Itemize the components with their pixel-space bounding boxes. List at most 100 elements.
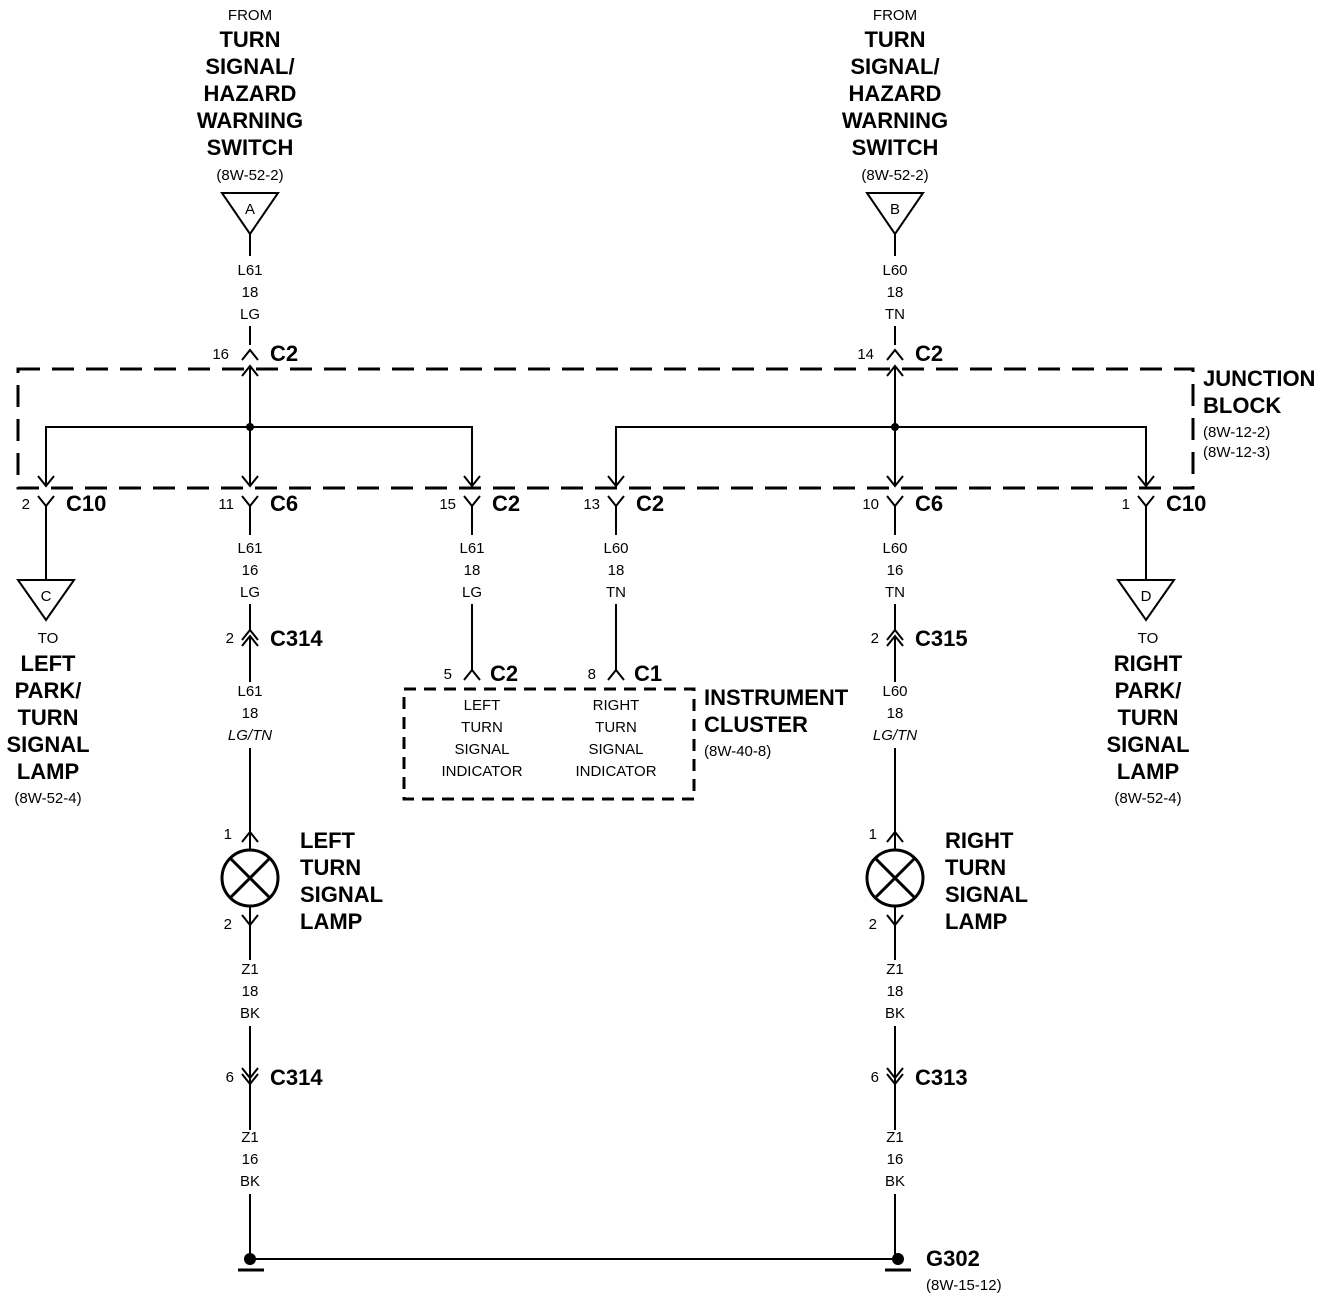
wire-a-circuit: L61 <box>237 262 262 279</box>
bus-left <box>45 426 473 486</box>
out-c10-left-arrow <box>37 475 55 488</box>
out-conn-4: C6 <box>915 491 943 516</box>
inline-c315-top-a <box>886 628 904 641</box>
rti-line-1: RIGHT <box>593 697 640 714</box>
rti-line-4: INDICATOR <box>575 763 656 780</box>
lamp-right-bottom-connector <box>886 914 904 927</box>
rti-line-2: TURN <box>595 719 637 736</box>
wire-b-circuit: L60 <box>882 262 907 279</box>
source-a-line-3: HAZARD <box>204 81 297 106</box>
right-park-line-1: RIGHT <box>1114 651 1183 676</box>
out-c6-right-female <box>886 495 904 508</box>
out-conn-0: C10 <box>66 491 106 516</box>
left-lamp-line-1: LEFT <box>300 828 356 853</box>
lamp-left-pin-bottom: 2 <box>224 916 232 933</box>
lamp-right-pin-bottom: 2 <box>869 916 877 933</box>
out-c2-right-arrow <box>607 475 625 488</box>
wire-lti-circuit: L61 <box>459 540 484 557</box>
lti-line-2: TURN <box>461 719 503 736</box>
out-pin-4: 10 <box>862 496 879 513</box>
out-conn-5: C10 <box>1166 491 1206 516</box>
inline-c314b-a <box>241 1067 259 1080</box>
right-park-line-2: PARK/ <box>1115 678 1182 703</box>
inline-c314-conn: C314 <box>270 626 323 651</box>
out-c6-left-arrow <box>241 475 259 488</box>
source-a-line-5: SWITCH <box>207 135 294 160</box>
out-conn-1: C6 <box>270 491 298 516</box>
out-c2-left-arrow <box>463 475 481 488</box>
left-park-to: TO <box>38 630 59 647</box>
wire-left-c6-color: LG <box>240 584 260 601</box>
source-a-line-2: SIGNAL/ <box>205 54 294 79</box>
out-c2-right-female <box>607 495 625 508</box>
inline-c314-top-a <box>241 628 259 641</box>
right-lamp-line-3: SIGNAL <box>945 882 1028 907</box>
wire-left-c6-gauge: 16 <box>242 562 259 579</box>
inline-c313-a <box>886 1067 904 1080</box>
wire-a-color: LG <box>240 306 260 323</box>
connector-tag-b <box>865 192 925 236</box>
source-a-line-4: WARNING <box>197 108 303 133</box>
wire-left-2-color: LG/TN <box>228 727 272 744</box>
right-park-to: TO <box>1138 630 1159 647</box>
lti-line-4: INDICATOR <box>441 763 522 780</box>
source-b-line-1: TURN <box>864 27 925 52</box>
source-b-ref: (8W-52-2) <box>861 167 928 184</box>
cluster-c2-conn: C2 <box>490 661 518 686</box>
right-park-ref: (8W-52-4) <box>1114 790 1181 807</box>
left-lamp-line-2: TURN <box>300 855 361 880</box>
wire-right-4-gauge: 16 <box>887 1151 904 1168</box>
source-b-line-2: SIGNAL/ <box>850 54 939 79</box>
junction-block-line-2: BLOCK <box>1203 393 1281 418</box>
wire-rti-gauge: 18 <box>608 562 625 579</box>
cluster-line-1: INSTRUMENT <box>704 685 849 710</box>
source-b-label: FROM TURN SIGNAL/ HAZARD WARNING SWITCH … <box>842 7 948 184</box>
wire-right-2-circuit: L60 <box>882 683 907 700</box>
right-lamp-line-1: RIGHT <box>945 828 1014 853</box>
right-lamp-line-4: LAMP <box>945 909 1007 934</box>
right-lamp-line-2: TURN <box>945 855 1006 880</box>
wire-left-4-gap <box>236 1130 264 1190</box>
cluster-c2-pin: 5 <box>444 666 452 683</box>
wire-left-3-color: BK <box>240 1005 260 1022</box>
connector-tag-d <box>1116 579 1176 622</box>
source-a-line-1: TURN <box>219 27 280 52</box>
out-pin-1: 11 <box>218 496 234 513</box>
cluster-c1-pin: 8 <box>588 666 596 683</box>
out-pin-3: 13 <box>583 496 600 513</box>
left-lamp-line-3: SIGNAL <box>300 882 383 907</box>
junction-block-box <box>16 367 1195 490</box>
ground-ref: (8W-15-12) <box>926 1277 1002 1294</box>
cluster-ref: (8W-40-8) <box>704 743 771 760</box>
wire-left-4-color: BK <box>240 1173 260 1190</box>
connector-b-c2-female <box>886 348 904 361</box>
wire-left-2-gauge: 18 <box>242 705 259 722</box>
out-pin-2: 15 <box>439 496 456 513</box>
cluster-line-2: CLUSTER <box>704 712 808 737</box>
source-b-from: FROM <box>873 7 917 24</box>
junction-block-ref-1: (8W-12-2) <box>1203 424 1270 441</box>
lamp-right-pin-top: 1 <box>869 826 877 843</box>
inline-c314b-pin: 6 <box>226 1069 234 1086</box>
junction-block-line-1: JUNCTION <box>1203 366 1315 391</box>
left-park-line-2: PARK/ <box>15 678 82 703</box>
wire-right-2-color: LG/TN <box>873 727 917 744</box>
left-park-line-3: TURN <box>17 705 78 730</box>
out-c6-right-arrow <box>886 475 904 488</box>
pin-a-c2: 16 <box>212 346 229 363</box>
lamp-left-bottom-connector <box>241 914 259 927</box>
wire-left-2-circuit: L61 <box>237 683 262 700</box>
cluster-c2-connector <box>463 668 481 681</box>
wire-b-gauge: 18 <box>887 284 904 301</box>
source-a-from: FROM <box>228 7 272 24</box>
wire-right-3-gauge: 18 <box>887 983 904 1000</box>
right-park-line-4: SIGNAL <box>1106 732 1189 757</box>
bus-right <box>615 426 1147 486</box>
source-b-line-4: WARNING <box>842 108 948 133</box>
connector-tag-c <box>16 579 76 622</box>
rti-line-3: SIGNAL <box>588 741 643 758</box>
left-park-line-1: LEFT <box>21 651 77 676</box>
wire-right-3-circuit: Z1 <box>886 961 904 978</box>
wire-left-c6-circuit: L61 <box>237 540 262 557</box>
inline-c315-conn: C315 <box>915 626 968 651</box>
